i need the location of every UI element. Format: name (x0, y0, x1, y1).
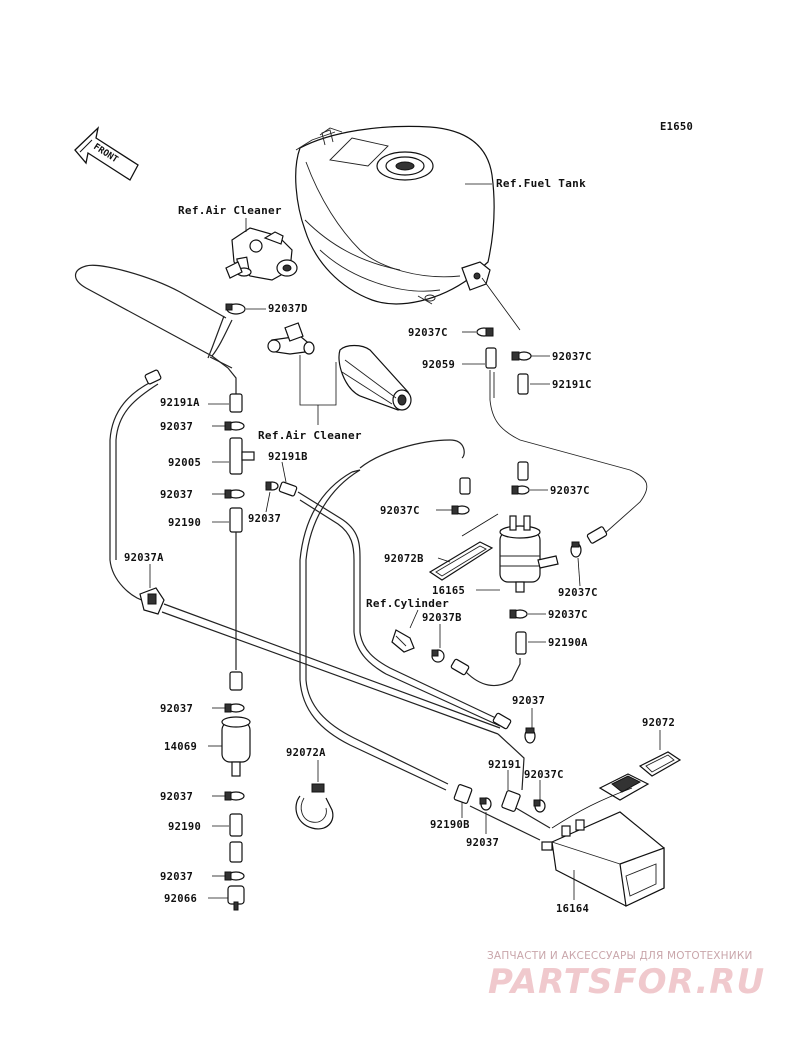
part-label-92037-g[interactable]: 92037 (466, 837, 500, 849)
clamp-92037-c-icon (265, 481, 279, 491)
hose-piece-92191-icon (501, 790, 521, 812)
ref-air-cleaner-mid-label[interactable]: Ref.Air Cleaner (258, 429, 362, 442)
part-label-92037-h[interactable]: 92037 (160, 871, 194, 883)
clamp-92037C-c-icon (451, 505, 470, 515)
diagram-code: E1650 (660, 121, 694, 133)
hose-piece-92191A-icon (229, 393, 243, 413)
clamp-92037C-a-icon (476, 327, 494, 337)
part-label-92005[interactable]: 92005 (168, 457, 202, 469)
part-label-92037-b[interactable]: 92037 (160, 489, 194, 501)
clamp-92037-f-icon (224, 791, 245, 801)
hose-piece-92191B-icon (278, 481, 298, 497)
part-label-14069[interactable]: 14069 (164, 741, 198, 753)
part-label-92037-d[interactable]: 92037 (512, 695, 546, 707)
hose-piece-92190A-icon (515, 631, 527, 655)
part-label-92037C-a[interactable]: 92037C (408, 327, 448, 339)
hose-piece-right-angle-icon (586, 526, 608, 544)
front-arrow-icon: FRONT (74, 126, 139, 181)
part-label-92191A[interactable]: 92191A (160, 397, 200, 409)
clamp-92037C-f-icon (509, 609, 528, 619)
part-label-92190-b[interactable]: 92190 (168, 821, 202, 833)
part-label-92072B[interactable]: 92072B (384, 553, 424, 565)
part-label-92037A[interactable]: 92037A (124, 552, 164, 564)
hose-piece-cylinder-icon (450, 658, 470, 676)
clamp-92037C-g-icon (533, 799, 546, 813)
part-label-92037-f[interactable]: 92037 (160, 791, 194, 803)
clamp-92037-h-icon (479, 797, 492, 811)
tee-joint-92005-icon (229, 437, 255, 475)
clamp-92037D-icon (225, 303, 246, 315)
bracket-92072-icon (598, 751, 682, 801)
clamp-92037C-d-icon (511, 485, 530, 495)
hose-piece-92059-icon (485, 347, 497, 369)
hose-piece-top-mid-icon (459, 477, 471, 495)
part-label-92191[interactable]: 92191 (488, 759, 522, 771)
part-label-92037-a[interactable]: 92037 (160, 421, 194, 433)
watermark-caption: ЗАПЧАСТИ И АКСЕССУАРЫ ДЛЯ МОТОТЕХНИКИ (487, 950, 753, 962)
part-label-92059[interactable]: 92059 (422, 359, 456, 371)
part-label-92190B[interactable]: 92190B (430, 819, 470, 831)
valve-16165-icon (499, 515, 559, 593)
part-label-92037C-g[interactable]: 92037C (524, 769, 564, 781)
hose-piece-92190-a-icon (229, 507, 243, 533)
watermark-logo: PARTSFOR.RU (488, 962, 766, 1002)
hose-piece-lower2-icon (229, 841, 243, 863)
clamp-92037-g-icon (224, 871, 245, 881)
part-label-92190-a[interactable]: 92190 (168, 517, 202, 529)
hose-piece-92191C-icon (517, 373, 529, 395)
hose-piece-92190B-icon (453, 784, 473, 804)
clamp-92037-e-icon (224, 703, 245, 713)
hose-piece-lower-icon (229, 671, 243, 691)
hose-piece-right-top-icon (517, 461, 529, 481)
hose-piece-92190-b-icon (229, 813, 243, 837)
part-label-92037-e[interactable]: 92037 (160, 703, 194, 715)
band-92072A-icon (295, 783, 334, 830)
bracket-92072B-icon (428, 541, 494, 581)
air-cleaner-canister-illustration (338, 344, 412, 411)
air-cleaner-valve-illustration (225, 218, 298, 281)
part-label-92072[interactable]: 92072 (642, 717, 676, 729)
clamp-92037-b-icon (224, 489, 245, 499)
fuel-tank-illustration (295, 125, 495, 305)
part-label-92037D[interactable]: 92037D (268, 303, 308, 315)
cylinder-nipple-icon (391, 629, 415, 653)
clamp-92037-a-icon (224, 421, 245, 431)
clip-92037A-icon (139, 587, 165, 615)
part-label-92037C-d[interactable]: 92037C (550, 485, 590, 497)
air-cleaner-tee-illustration (267, 322, 315, 355)
part-label-92072A[interactable]: 92072A (286, 747, 326, 759)
ref-air-cleaner-top-label[interactable]: Ref.Air Cleaner (178, 204, 282, 217)
fitting-92066-icon (227, 885, 245, 911)
fuel-filter-14069-icon (221, 716, 251, 777)
clamp-92037C-b-icon (511, 351, 532, 361)
part-label-92191B[interactable]: 92191B (268, 451, 308, 463)
part-label-92037B[interactable]: 92037B (422, 612, 462, 624)
clamp-92037B-icon (431, 649, 445, 663)
part-label-92037C-b[interactable]: 92037C (552, 351, 592, 363)
clamp-92037C-e-icon (570, 541, 582, 558)
part-label-16164[interactable]: 16164 (556, 903, 590, 915)
part-label-92037C-c[interactable]: 92037C (380, 505, 420, 517)
hose-piece-center-right-icon (492, 712, 512, 730)
part-label-92037C-f[interactable]: 92037C (548, 609, 588, 621)
part-label-16165[interactable]: 16165 (432, 585, 466, 597)
hose-piece-left-icon (144, 369, 162, 385)
part-label-92066[interactable]: 92066 (164, 893, 198, 905)
part-label-92037-c[interactable]: 92037 (248, 513, 282, 525)
ref-fuel-tank-label[interactable]: Ref.Fuel Tank (496, 177, 586, 190)
canister-16164-icon (541, 811, 665, 907)
part-label-92191C[interactable]: 92191C (552, 379, 592, 391)
part-label-92037C-e[interactable]: 92037C (558, 587, 598, 599)
clamp-92037-d-icon (524, 727, 536, 744)
ref-cylinder-label[interactable]: Ref.Cylinder (366, 597, 450, 610)
part-label-92190A[interactable]: 92190A (548, 637, 588, 649)
